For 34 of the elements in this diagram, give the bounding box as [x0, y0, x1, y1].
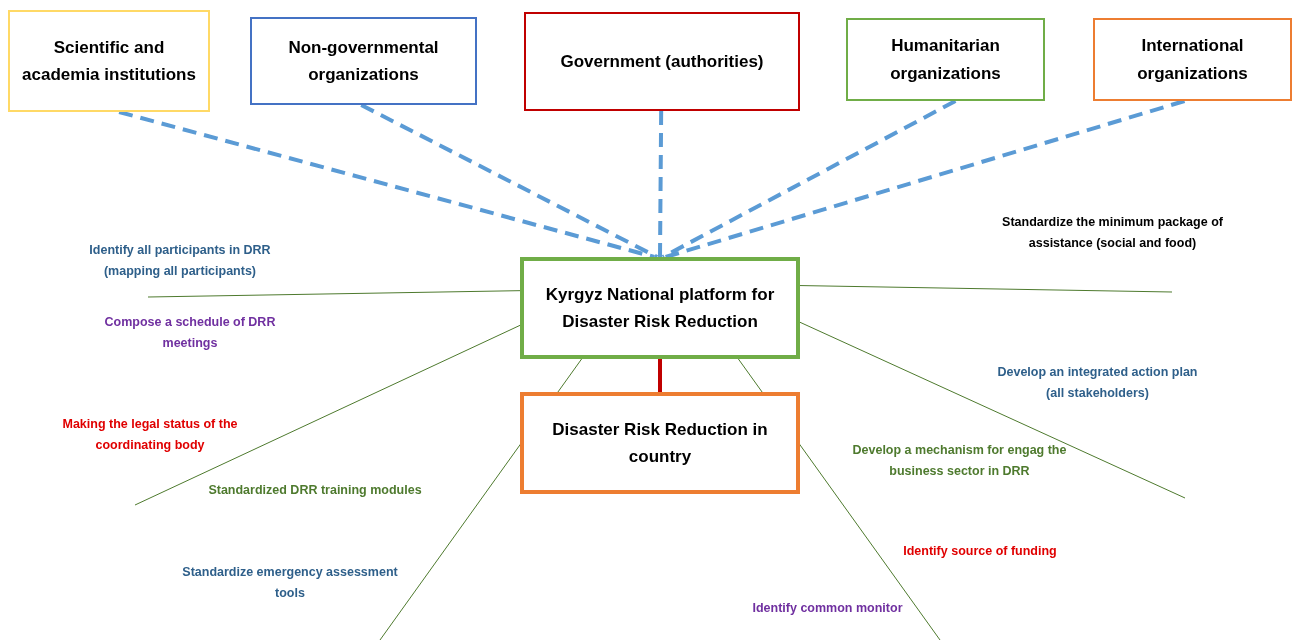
box-label: Government (authorities): [559, 50, 765, 73]
process-box: [520, 392, 800, 494]
task-note: Identify all participants in DRR (mapping all participants): [88, 242, 272, 281]
box-label: International organizations: [1136, 35, 1249, 85]
process-box: [846, 18, 1045, 101]
task-note: Identify common monitor: [751, 600, 904, 617]
process-box: [250, 17, 477, 105]
process-box: [1093, 18, 1292, 101]
task-note: Identify source of funding: [902, 543, 1058, 560]
box-label: Disaster Risk Reduction in country: [551, 418, 769, 468]
process-box: [8, 10, 210, 112]
connector-line: [799, 285, 1173, 293]
dashed-connector: [661, 99, 957, 259]
task-note: Compose a schedule of DRR meetings: [103, 314, 277, 353]
connector-line: [134, 324, 521, 506]
process-box: [524, 12, 800, 111]
dashed-connector: [118, 110, 655, 259]
task-note: Standardize the minimum package of assistance (social and food): [1001, 214, 1224, 253]
box-label: Scientific and academia institutions: [21, 36, 197, 86]
box-label: Humanitarian organizations: [889, 35, 1002, 85]
task-note: Standardized DRR training modules: [207, 482, 423, 499]
connector-line: [658, 359, 662, 392]
dashed-connector: [360, 103, 659, 259]
task-note: Develop a mechanism for engag the business sector in DRR: [852, 442, 1067, 481]
dashed-connector: [665, 99, 1186, 259]
task-note: Standardize emergency assessment tools: [181, 564, 399, 603]
process-box: [520, 257, 800, 359]
task-note: Making the legal status of the coordinating body: [61, 416, 239, 455]
box-label: Non-governmental organizations: [287, 36, 440, 86]
dashed-connector: [658, 111, 664, 257]
connector-line: [147, 290, 521, 298]
task-note: Develop an integrated action plan (all stakeholders): [996, 364, 1199, 403]
connector-line: [799, 321, 1186, 499]
box-label: Kyrgyz National platform for Disaster Risk Reduction: [544, 283, 776, 333]
